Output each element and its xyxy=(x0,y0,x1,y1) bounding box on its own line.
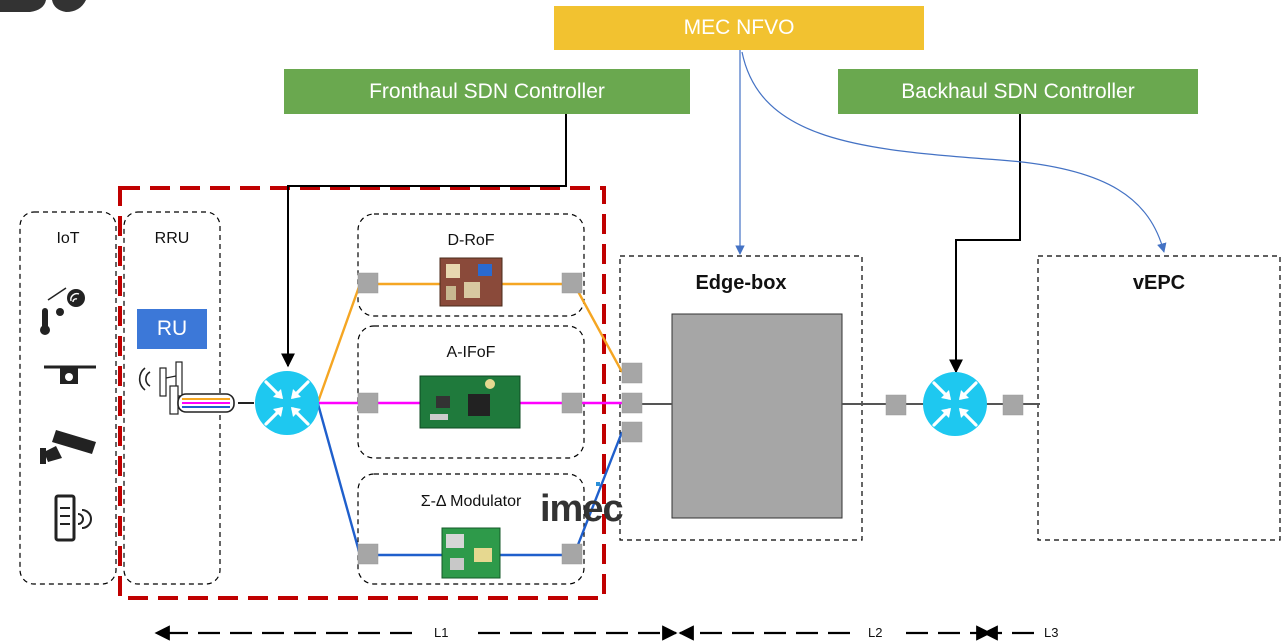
fronthaul-domain-box xyxy=(118,186,606,600)
segment-l1-label: L1 xyxy=(434,625,449,640)
drone-icon xyxy=(44,365,96,384)
sigma-port-right xyxy=(561,543,583,565)
backhaul-control-line xyxy=(949,114,1021,374)
nfvo-to-vepc-line xyxy=(741,51,1167,253)
aifof-board-image xyxy=(419,375,521,429)
backhaul-switch-icon xyxy=(923,372,987,436)
vepc-zone xyxy=(1037,255,1281,541)
fronthaul-switch-icon xyxy=(255,371,319,435)
segment-l3-label: L3 xyxy=(1044,625,1059,640)
sigma-box xyxy=(357,473,585,585)
antenna-icon xyxy=(138,361,183,415)
camera-icon xyxy=(40,430,96,464)
ports xyxy=(357,272,1024,565)
mec-nfvo-box: MEC NFVO xyxy=(554,6,924,50)
edge-box-zone xyxy=(619,255,863,541)
drof-port-right xyxy=(561,272,583,294)
edge-box-server xyxy=(671,313,843,519)
sigma-port-left xyxy=(357,543,379,565)
aifof-label: A-IFoF xyxy=(446,344,496,361)
router-device-icon xyxy=(54,494,92,542)
drof-box xyxy=(357,213,585,317)
rru-label: RRU xyxy=(154,230,190,247)
switch2-port-left xyxy=(885,394,907,416)
fronthaul-control-line xyxy=(281,114,567,368)
corner-logo-fragment xyxy=(0,0,86,12)
imec-logo: imec xyxy=(540,488,624,530)
aifof-port-left xyxy=(357,392,379,414)
aifof-port-right xyxy=(561,392,583,414)
fronthaul-controller-label: Fronthaul SDN Controller xyxy=(369,79,605,103)
drof-board-image xyxy=(439,257,503,307)
aifof-box xyxy=(357,325,585,459)
edge-port-3 xyxy=(621,421,643,443)
backhaul-controller-label: Backhaul SDN Controller xyxy=(901,79,1135,103)
mec-nfvo-label: MEC NFVO xyxy=(683,16,795,39)
sensor-icon xyxy=(40,287,85,335)
fronthaul-controller-box: Fronthaul SDN Controller xyxy=(284,69,690,114)
segment-l2-label: L2 xyxy=(868,625,883,640)
edge-port-2 xyxy=(621,392,643,414)
imec-logo-dot xyxy=(596,482,600,486)
iot-zone xyxy=(19,211,117,585)
ru-box: RU xyxy=(137,309,207,349)
iot-label: IoT xyxy=(56,230,80,247)
edge-box-label: Edge-box xyxy=(695,272,787,294)
drof-label: D-RoF xyxy=(447,232,495,249)
vepc-label: vEPC xyxy=(1132,272,1186,294)
sigma-board-image xyxy=(441,527,501,579)
sigma-label: Σ-Δ Modulator xyxy=(420,493,522,510)
switch2-port-right xyxy=(1002,394,1024,416)
fiber-connector-icon xyxy=(177,393,235,413)
edge-port-1 xyxy=(621,362,643,384)
drof-port-left xyxy=(357,272,379,294)
backhaul-controller-box: Backhaul SDN Controller xyxy=(838,69,1198,114)
ru-label: RU xyxy=(156,317,188,340)
